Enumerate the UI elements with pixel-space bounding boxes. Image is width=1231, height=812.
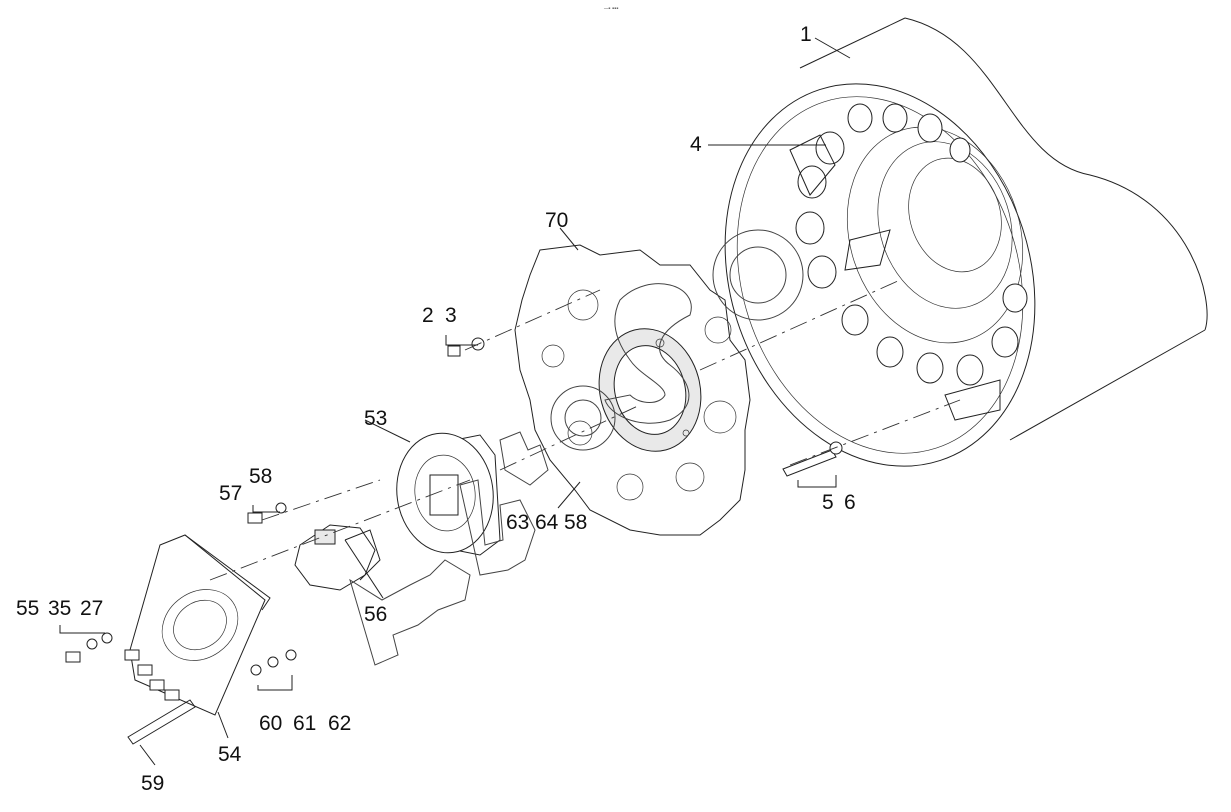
callout-58-top: 58 xyxy=(249,465,273,488)
callout-57: 57 xyxy=(219,482,243,505)
callout-63: 63 xyxy=(506,511,530,534)
callout-54: 54 xyxy=(218,743,242,766)
callout-53: 53 xyxy=(364,407,388,430)
callout-64: 64 xyxy=(535,511,559,534)
callout-6: 6 xyxy=(844,491,856,514)
callout-4: 4 xyxy=(690,133,702,156)
callout-35: 35 xyxy=(48,597,72,620)
drum-housing xyxy=(724,17,1208,467)
callout-59: 59 xyxy=(141,772,165,795)
callout-62: 62 xyxy=(328,712,352,735)
motor-unit xyxy=(294,524,381,591)
mounting-plate xyxy=(124,534,271,716)
callout-70: 70 xyxy=(545,209,569,232)
callout-1: 1 xyxy=(800,23,812,46)
drum-bolts xyxy=(789,103,1028,421)
callout-61: 61 xyxy=(293,712,317,735)
callout-60: 60 xyxy=(259,712,283,735)
callout-55: 55 xyxy=(16,597,40,620)
callout-2: 2 xyxy=(422,304,434,327)
callout-56: 56 xyxy=(364,603,388,626)
centre-axis xyxy=(209,279,961,581)
callout-5: 5 xyxy=(822,491,834,514)
hub-flange xyxy=(396,432,501,556)
watermark-graphic xyxy=(349,229,804,666)
hardware-bolts xyxy=(65,337,843,745)
sprocket-plate xyxy=(514,244,751,536)
header-mark: ─▪ ▪▪▪ xyxy=(604,6,619,12)
callout-58-bottom: 58 xyxy=(564,511,588,534)
callout-3: 3 xyxy=(445,304,457,327)
callout-27: 27 xyxy=(80,597,104,620)
leader-lines xyxy=(59,37,851,766)
